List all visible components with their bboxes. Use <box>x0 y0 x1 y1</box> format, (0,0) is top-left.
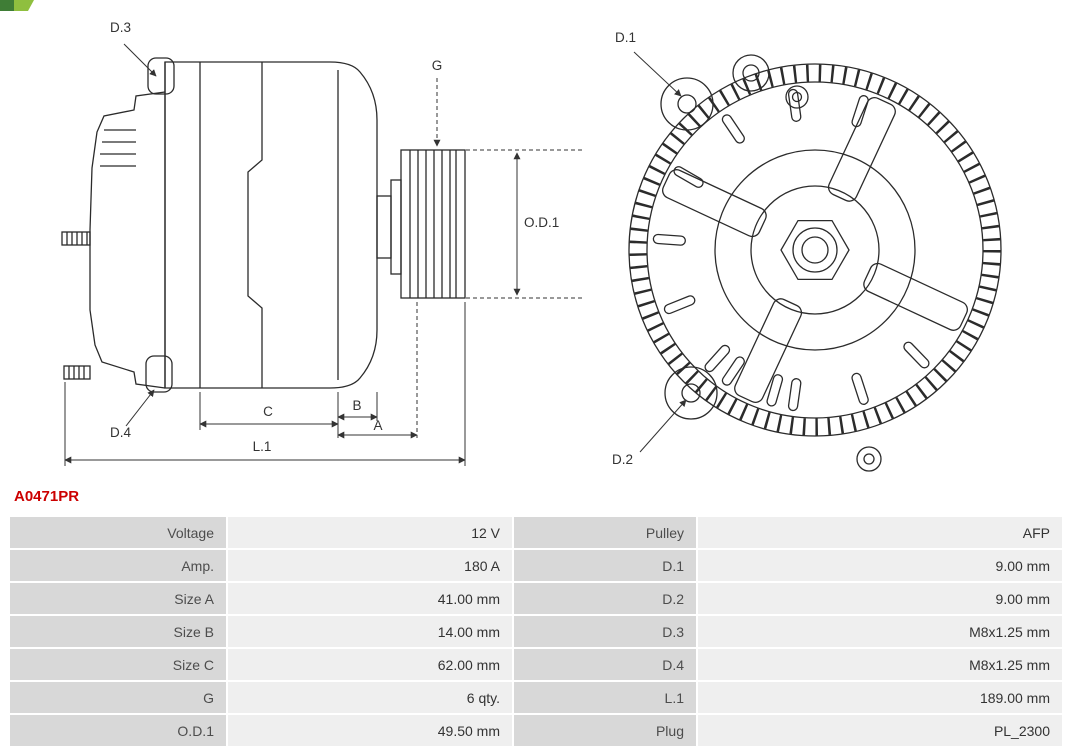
table-row: Size B 14.00 mm D.3 M8x1.25 mm <box>10 616 1062 647</box>
spec-value: 9.00 mm <box>698 583 1062 614</box>
dim-label-od1: O.D.1 <box>524 215 559 230</box>
logo-shape-light <box>14 0 34 11</box>
spec-value: 189.00 mm <box>698 682 1062 713</box>
spec-label: D.1 <box>514 550 696 581</box>
spec-value: 41.00 mm <box>228 583 512 614</box>
table-row: Size A 41.00 mm D.2 9.00 mm <box>10 583 1062 614</box>
spec-label: D.2 <box>514 583 696 614</box>
dim-label-d4: D.4 <box>110 425 132 440</box>
table-row: O.D.1 49.50 mm Plug PL_2300 <box>10 715 1062 746</box>
dim-label-d3: D.3 <box>110 20 131 35</box>
dim-label-b: B <box>352 398 361 413</box>
spec-label: G <box>10 682 226 713</box>
dim-label-a: A <box>373 418 382 433</box>
spec-table: Voltage 12 V Pulley AFP Amp. 180 A D.1 9… <box>10 517 1062 746</box>
spec-value: 12 V <box>228 517 512 548</box>
spec-label: Plug <box>514 715 696 746</box>
front-view-dimensions <box>633 51 687 453</box>
spec-label: Size B <box>10 616 226 647</box>
table-row: Voltage 12 V Pulley AFP <box>10 517 1062 548</box>
spec-value: AFP <box>698 517 1062 548</box>
front-view-drawing <box>628 54 1002 472</box>
spec-value: M8x1.25 mm <box>698 616 1062 647</box>
alternator-diagram-svg: D.3 G O.D.1 D.4 C B A L.1 <box>61 20 1002 472</box>
dim-label-c: C <box>263 404 273 419</box>
brand-logo-fragment <box>0 0 34 11</box>
table-row: Amp. 180 A D.1 9.00 mm <box>10 550 1062 581</box>
spec-value: 14.00 mm <box>228 616 512 647</box>
spec-value: M8x1.25 mm <box>698 649 1062 680</box>
spec-label: O.D.1 <box>10 715 226 746</box>
spec-label: L.1 <box>514 682 696 713</box>
technical-drawing: D.3 G O.D.1 D.4 C B A L.1 <box>61 20 1002 472</box>
part-number: A0471PR <box>14 488 80 505</box>
spec-label: Size C <box>10 649 226 680</box>
spec-value: 6 qty. <box>228 682 512 713</box>
spec-value: PL_2300 <box>698 715 1062 746</box>
dim-label-d1: D.1 <box>615 30 636 45</box>
spec-label: D.4 <box>514 649 696 680</box>
spec-label: Size A <box>10 583 226 614</box>
table-row: G 6 qty. L.1 189.00 mm <box>10 682 1062 713</box>
spec-label: Amp. <box>10 550 226 581</box>
table-row: Size C 62.00 mm D.4 M8x1.25 mm <box>10 649 1062 680</box>
spec-value: 49.50 mm <box>228 715 512 746</box>
dim-label-l1: L.1 <box>253 439 272 454</box>
spec-label: Pulley <box>514 517 696 548</box>
dim-label-g: G <box>432 58 443 73</box>
logo-shape-dark <box>0 0 14 11</box>
dim-label-d2: D.2 <box>612 452 633 467</box>
side-view-drawing <box>61 57 466 393</box>
spec-label: D.3 <box>514 616 696 647</box>
spec-label: Voltage <box>10 517 226 548</box>
side-view-dimensions <box>64 43 585 466</box>
spec-value: 9.00 mm <box>698 550 1062 581</box>
spec-value: 180 A <box>228 550 512 581</box>
spec-value: 62.00 mm <box>228 649 512 680</box>
